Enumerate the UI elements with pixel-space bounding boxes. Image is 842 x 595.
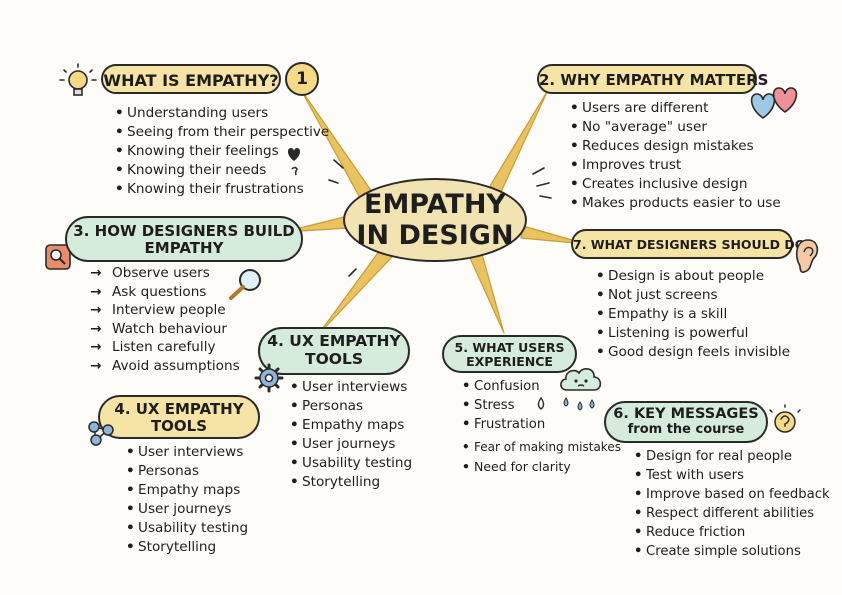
- heart-icon: [287, 148, 301, 176]
- list-item: Knowing their feelings: [115, 142, 329, 161]
- section-4-list: User interviews Personas Empathy maps Us…: [290, 378, 412, 492]
- section-3-title-line1: 3. HOW DESIGNERS BUILD: [73, 222, 295, 240]
- list-item: Watch behaviour: [90, 320, 240, 339]
- central-topic-line1: EMPATHY: [364, 188, 506, 220]
- list-item: Empathy maps: [126, 481, 248, 500]
- section-1-number: 1: [285, 62, 319, 96]
- section-6-list: Design for real people Test with users I…: [634, 447, 830, 561]
- section-7-list: Design is about people Not just screens …: [596, 267, 790, 362]
- section-7-title: 7. WHAT DESIGNERS SHOULD DO: [571, 229, 805, 259]
- list-item: Stress: [462, 396, 621, 415]
- section-1-title-text: WHAT IS EMPATHY?: [103, 71, 279, 90]
- list-item: Seeing from their perspective: [115, 123, 329, 142]
- list-item: Avoid assumptions: [90, 357, 240, 376]
- list-item: Create simple solutions: [634, 542, 830, 561]
- list-item: User journeys: [126, 500, 248, 519]
- section-3-title-line2: EMPATHY: [144, 239, 224, 258]
- list-item: Personas: [126, 462, 248, 481]
- list-item: Usability testing: [126, 519, 248, 538]
- section-2-list: Users are different No "average" user Re…: [570, 99, 781, 213]
- section-3-title: 3. HOW DESIGNERS BUILD EMPATHY: [65, 216, 303, 262]
- list-item: Design is about people: [596, 267, 790, 286]
- section-6-title-line1: 6. KEY MESSAGES: [613, 406, 759, 422]
- section-7-title-text: 7. WHAT DESIGNERS SHOULD DO: [573, 237, 806, 252]
- list-item: Knowing their frustrations: [115, 180, 329, 199]
- list-item: Fear of making mistakes: [462, 438, 621, 457]
- ray-to-section-2: [489, 89, 549, 193]
- section-4b-list: User interviews Personas Empathy maps Us…: [126, 443, 248, 557]
- list-item: Understanding users: [115, 104, 329, 123]
- list-item: No "average" user: [570, 118, 781, 137]
- list-item: Design for real people: [634, 447, 830, 466]
- list-item: Test with users: [634, 466, 830, 485]
- list-item: Improve based on feedback: [634, 485, 830, 504]
- list-item: User interviews: [290, 378, 412, 397]
- list-item: Usability testing: [290, 454, 412, 473]
- list-item: Good design feels invisible: [596, 343, 790, 362]
- section-2-title-text: 2. WHY EMPATHY MATTERS: [539, 71, 769, 89]
- section-5-title-line2: EXPERIENCE: [466, 354, 553, 370]
- list-item: Listening is powerful: [596, 324, 790, 343]
- section-4-title-line1: 4. UX EMPATHY: [267, 332, 401, 350]
- section-6-title: 6. KEY MESSAGES from the course: [604, 401, 768, 443]
- list-item: User journeys: [290, 435, 412, 454]
- section-2-title: 2. WHY EMPATHY MATTERS: [537, 64, 768, 94]
- section-3-list: Observe users Ask questions Interview pe…: [90, 264, 240, 376]
- ear-icon: [795, 239, 819, 273]
- section-5-list: Confusion Stress Frustration Fear of mak…: [462, 377, 621, 476]
- ray-to-section-4: [317, 249, 393, 336]
- list-item: Knowing their needs: [115, 161, 329, 180]
- list-item: Users are different: [570, 99, 781, 118]
- gear-icon: [254, 363, 284, 393]
- question-bulb-icon: [769, 404, 801, 433]
- section-4b-title: 4. UX EMPATHY TOOLS: [98, 395, 260, 439]
- network-icon: [88, 421, 114, 446]
- list-item: Makes products easier to use: [570, 194, 781, 213]
- list-item: User interviews: [126, 443, 248, 462]
- list-item: Respect different abilities: [634, 504, 830, 523]
- section-4-title-line2: TOOLS: [305, 349, 363, 368]
- list-item: Observe users: [90, 264, 240, 283]
- section-5-title: 5. WHAT USERS EXPERIENCE: [442, 335, 577, 373]
- central-topic-line2: IN DESIGN: [356, 220, 514, 251]
- list-item: Personas: [290, 397, 412, 416]
- search-app-icon: [45, 244, 71, 270]
- list-item: Confusion: [462, 377, 621, 396]
- list-item: Empathy maps: [290, 416, 412, 435]
- list-item: Need for clarity: [462, 457, 621, 476]
- ray-to-section-5: [469, 253, 505, 334]
- central-topic: EMPATHY IN DESIGN: [343, 178, 527, 262]
- lightbulb-icon: [59, 63, 97, 96]
- list-item: Ask questions: [90, 283, 240, 302]
- section-4b-title-line1: 4. UX EMPATHY: [114, 400, 244, 418]
- list-item: Not just screens: [596, 286, 790, 305]
- section-5-title-line1: 5. WHAT USERS: [454, 340, 565, 355]
- list-item: Listen carefully: [90, 338, 240, 357]
- list-item: Storytelling: [290, 473, 412, 492]
- list-item: Frustration: [462, 415, 621, 434]
- list-item: Creates inclusive design: [570, 175, 781, 194]
- magnifier-icon: [229, 269, 261, 300]
- list-item: Reduce friction: [634, 523, 830, 542]
- list-item: Interview people: [90, 301, 240, 320]
- section-1-list: Understanding users Seeing from their pe…: [115, 104, 329, 199]
- section-4b-title-line2: TOOLS: [150, 417, 208, 436]
- list-item: Reduces design mistakes: [570, 137, 781, 156]
- list-item: Improves trust: [570, 156, 781, 175]
- section-6-title-line2: from the course: [627, 421, 745, 437]
- list-item: Empathy is a skill: [596, 305, 790, 324]
- section-4-title: 4. UX EMPATHY TOOLS: [258, 327, 410, 375]
- section-1-title: WHAT IS EMPATHY?: [101, 64, 281, 94]
- list-item: Storytelling: [126, 538, 248, 557]
